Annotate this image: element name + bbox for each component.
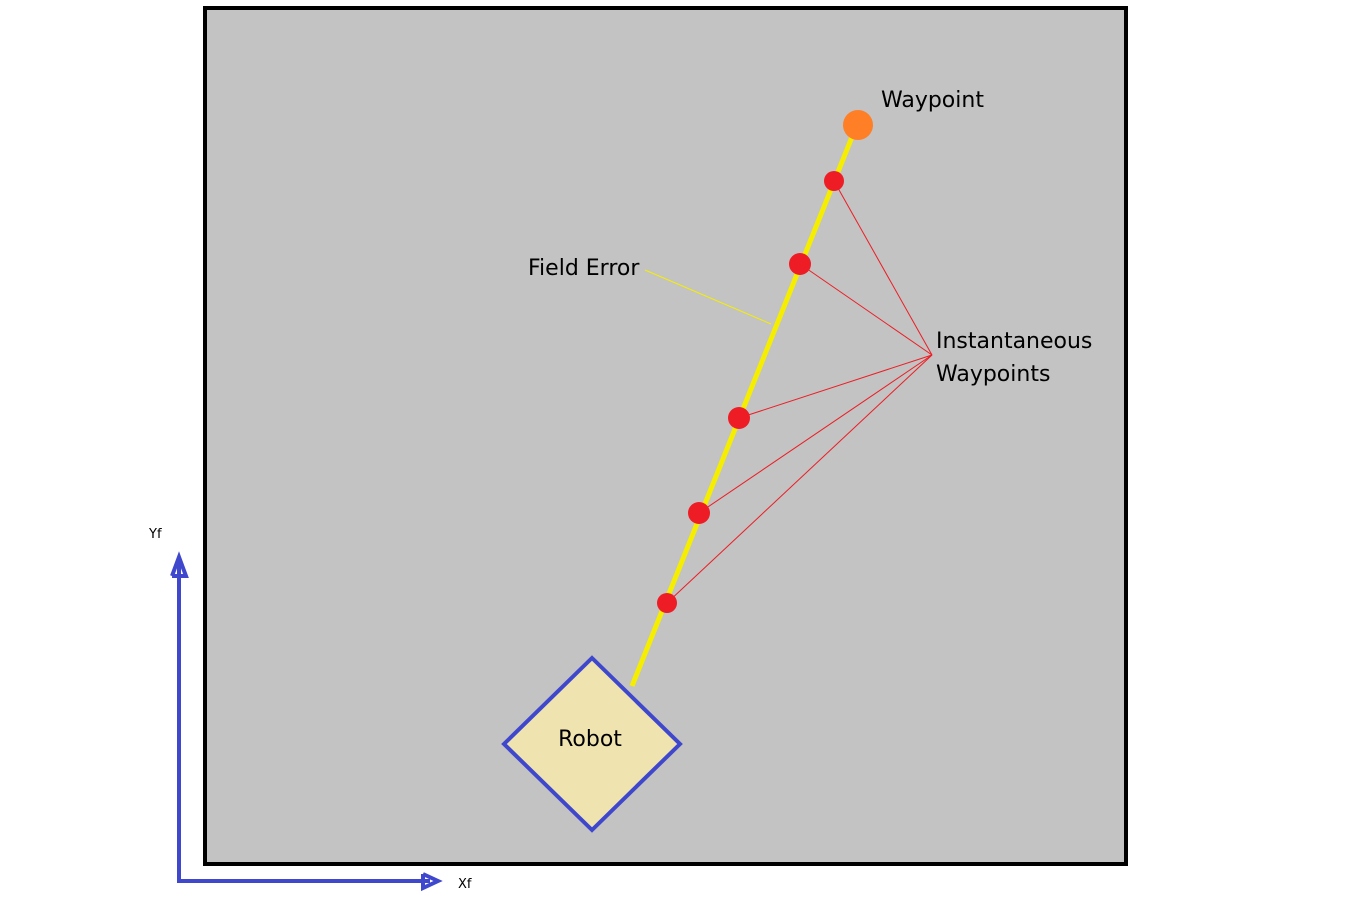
instantaneous-waypoints-label-line1: Instantaneous	[936, 329, 1092, 354]
instantaneous-waypoints	[657, 171, 844, 613]
leader-line	[799, 263, 933, 356]
y-axis-arrowhead	[170, 551, 189, 578]
instantaneous-waypoint	[728, 407, 750, 429]
instantaneous-waypoints-label-line2: Waypoints	[936, 362, 1050, 387]
coordinate-axes	[170, 551, 443, 892]
field-error-path	[629, 126, 859, 687]
instantaneous-waypoint	[824, 171, 844, 191]
y-axis-line	[177, 560, 430, 883]
field-area	[203, 6, 1128, 866]
instantaneous-waypoint	[688, 502, 710, 524]
instantaneous-waypoint	[789, 253, 811, 275]
leader-line	[698, 354, 933, 514]
instantaneous-waypoint	[657, 593, 677, 613]
leader-line	[833, 180, 933, 356]
robot-shape	[501, 655, 683, 833]
field-error-leader-line	[644, 269, 772, 325]
waypoint-marker	[843, 110, 873, 140]
x-axis-arrowhead	[421, 872, 443, 892]
field-error-label: Field Error	[528, 256, 640, 281]
leader-line	[666, 354, 933, 604]
waypoint-label: Waypoint	[881, 88, 984, 113]
robot-label: Robot	[558, 727, 622, 752]
instantaneous-waypoint-leaders	[666, 180, 933, 604]
leader-line	[738, 354, 933, 419]
x-axis-label: Xf	[458, 877, 472, 892]
y-axis-label: Yf	[148, 527, 162, 542]
